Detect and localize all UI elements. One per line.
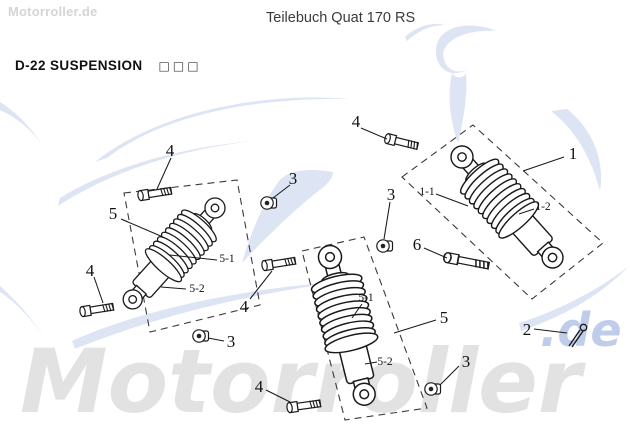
callout-3-bottom-left: 3 bbox=[227, 332, 236, 351]
bolt-top-left bbox=[136, 185, 173, 202]
callout-4-top-middle: 4 bbox=[352, 112, 361, 131]
callout-1: 1 bbox=[569, 144, 578, 163]
watermark-large-text: Motorroller bbox=[20, 330, 586, 433]
section-cjk-placeholder: □□□ bbox=[158, 59, 202, 73]
bolt-part6 bbox=[442, 251, 491, 272]
callout-6: 6 bbox=[413, 235, 422, 254]
callout-5-left: 5 bbox=[109, 204, 118, 223]
callout-3-bottom-middle: 3 bbox=[462, 352, 471, 371]
section-heading: D-22 SUSPENSION □□□ bbox=[15, 58, 202, 73]
nut-upper-left bbox=[260, 196, 278, 210]
assembly-box-center bbox=[301, 236, 428, 421]
page-title: Teilebuch Quat 170 RS bbox=[266, 10, 416, 26]
callout-4-bottom-left: 4 bbox=[86, 261, 95, 280]
leader-lines bbox=[93, 127, 568, 403]
section-title: D-22 SUSPENSION bbox=[15, 58, 143, 73]
bolt-top-middle bbox=[383, 132, 420, 152]
callout-3-middle: 3 bbox=[387, 185, 396, 204]
nut-lower-middle bbox=[424, 382, 442, 396]
bolt-bottom-left bbox=[78, 301, 115, 318]
callout-5-2-center: 5-2 bbox=[377, 356, 393, 368]
callout-3-upper-left: 3 bbox=[289, 169, 298, 188]
callout-2: 2 bbox=[523, 320, 532, 339]
cotter-pin-part2 bbox=[568, 323, 588, 348]
assembly-box-right bbox=[401, 124, 604, 300]
nut-upper-middle bbox=[376, 239, 394, 253]
watermark-graphics: Motorroller .de bbox=[0, 23, 629, 433]
bolt-center bbox=[260, 255, 297, 272]
callout-1-2: 1-2 bbox=[535, 201, 551, 213]
callout-5-1-center: 5-1 bbox=[358, 292, 374, 304]
callout-5-2-left: 5-2 bbox=[189, 283, 205, 295]
callout-4-bottom-middle: 4 bbox=[255, 377, 264, 396]
callout-5-1-left: 5-1 bbox=[219, 253, 235, 265]
callout-4-center: 4 bbox=[240, 297, 249, 316]
callout-1-1: 1-1 bbox=[419, 186, 435, 198]
nut-lower-left bbox=[192, 329, 210, 343]
callout-4-top-left: 4 bbox=[166, 141, 175, 160]
callout-5-center: 5 bbox=[440, 308, 449, 327]
watermark-small: Motorroller.de bbox=[8, 4, 98, 19]
